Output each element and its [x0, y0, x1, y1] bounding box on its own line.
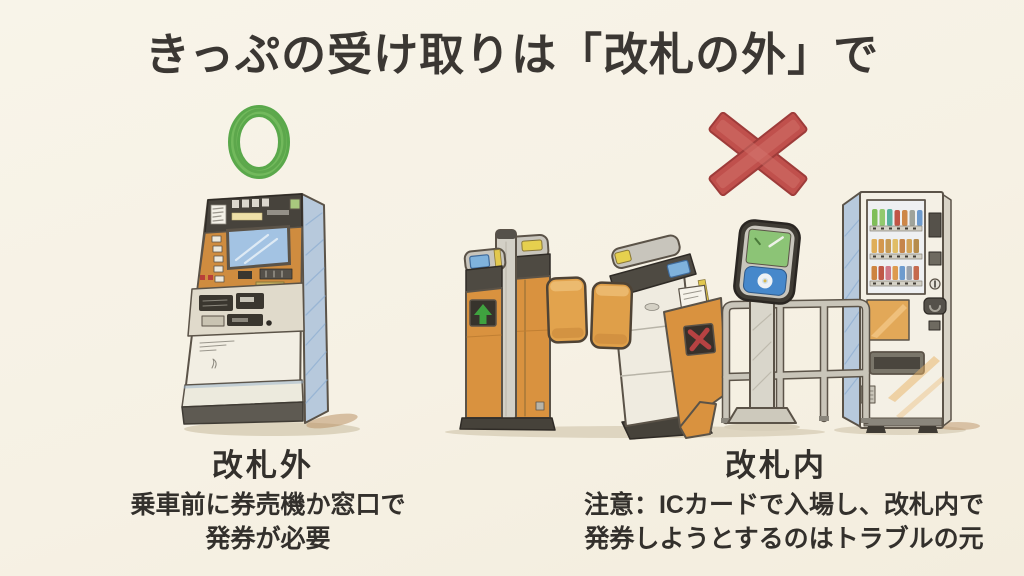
ok-circle-icon [228, 105, 290, 179]
ticket-vending-machine-illustration [181, 193, 360, 436]
gate-ic-touch-pad-right [666, 259, 691, 278]
machine-side-panel [301, 193, 329, 424]
outside-gate-description: 乗車前に券売機か窓口で 発券が必要 [88, 488, 448, 556]
ic-reader-head [733, 219, 801, 305]
inside-gate-description: 注意：ICカードで入場し、改札内で 発券しようとするのはトラブルの元 [524, 488, 1024, 556]
inside-gate-description-line1: 注意：ICカードで入場し、改札内で [583, 491, 984, 519]
vending-poster-window [866, 299, 910, 341]
inside-gate-illustration [445, 191, 980, 440]
machine-slot-panel [187, 282, 305, 337]
vending-bottles-row1 [872, 209, 923, 226]
machine-buttons [211, 235, 225, 283]
gate-ic-touch-pad [469, 254, 491, 269]
vending-dispense-tray [869, 351, 925, 375]
gate-red-cross-indicator [683, 322, 717, 356]
machine-base [181, 379, 304, 425]
machine-screen [229, 228, 288, 267]
outside-gate-description-line1: 乗車前に券売機か窓口で [130, 491, 406, 519]
beverage-vending-machine [842, 191, 952, 433]
ticket-gate-left [459, 229, 556, 431]
ic-reader-screen [745, 228, 792, 268]
ticket-gate-right [609, 234, 728, 440]
machine-front [181, 193, 305, 425]
inside-gate-description-line2: 発券しようとするのはトラブルの元 [584, 525, 984, 553]
slide-title: きっぷの受け取りは「改札の外」で [144, 29, 880, 80]
outside-gate-label: 改札外 [212, 448, 314, 483]
gate-flap-doors [545, 276, 634, 350]
machine-header-sign [204, 193, 303, 234]
vending-controls [923, 212, 947, 331]
outside-gate-description-line2: 発券が必要 [205, 525, 331, 553]
gate-front-housing [463, 247, 507, 419]
ng-cross-icon [708, 112, 808, 196]
gate-green-arrow-indicator [469, 299, 497, 327]
machine-ground-shadow [184, 413, 360, 436]
railing-fence [721, 298, 871, 425]
machine-lower-cabinet [199, 340, 235, 369]
ic-card-reader [724, 219, 801, 431]
inside-gate-label: 改札内 [725, 448, 827, 483]
vending-bottles-row3 [871, 266, 919, 280]
vending-display-window [866, 199, 926, 295]
vending-bottles-row2 [871, 239, 919, 253]
